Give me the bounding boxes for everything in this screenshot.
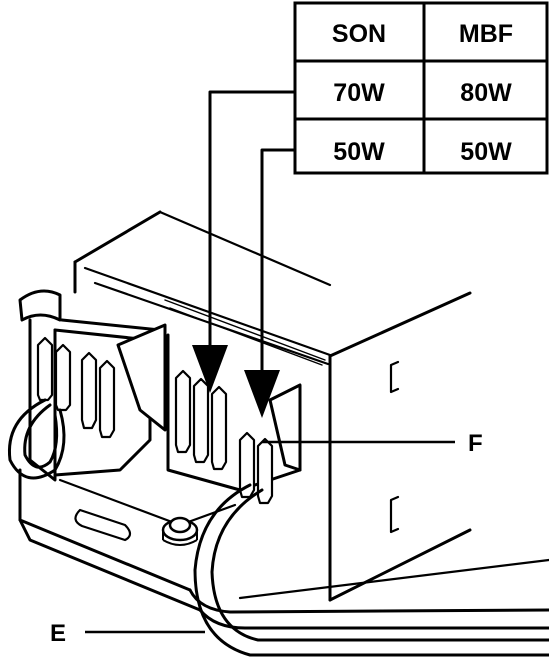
right-clip-f — [256, 437, 274, 505]
left-wire-loop — [7, 398, 66, 480]
right-fin — [268, 383, 302, 472]
callout-e-label: E — [50, 620, 66, 647]
wire-e-outer — [193, 483, 549, 657]
mounting-screw-icon — [161, 516, 199, 546]
callout-f-label: F — [468, 430, 483, 457]
right-terminal-block — [166, 333, 302, 505]
base-flange-line — [188, 588, 549, 614]
callout-f: F — [262, 430, 483, 457]
plate-inner-edge — [58, 478, 237, 527]
housing-bottom-right-edge — [328, 528, 472, 602]
callout-e: E — [50, 620, 205, 647]
housing-back-top-edge — [73, 210, 162, 264]
left-terminal-block — [7, 289, 167, 482]
arrow-leader-line — [260, 148, 297, 387]
right-clip — [174, 369, 192, 454]
table-cell-son-50w: 50W — [333, 138, 385, 166]
left-clip — [98, 359, 116, 439]
left-clip — [36, 336, 54, 402]
left-block-top — [60, 318, 162, 332]
table-header-mbf: MBF — [459, 20, 513, 48]
housing-slot — [389, 360, 400, 394]
arrow-down-icon — [244, 370, 280, 418]
wattage-table: SON MBF 70W 80W 50W 50W — [293, 1, 549, 175]
left-clip — [80, 351, 98, 430]
housing-top-right-edge — [328, 291, 472, 358]
table-header-son: SON — [332, 20, 386, 48]
left-fin — [116, 323, 167, 432]
table-cell-mbf-80w: 80W — [460, 79, 512, 107]
mounting-plate — [18, 468, 549, 630]
arrow-70w-80w — [192, 90, 297, 393]
right-clip — [192, 377, 210, 464]
arrow-down-icon — [192, 345, 228, 393]
right-clip — [210, 385, 228, 471]
wire-e — [193, 483, 549, 657]
housing-recess-line — [169, 307, 323, 366]
ballast-housing — [73, 210, 472, 602]
plate-slot — [74, 508, 132, 542]
arrow-leader-line — [208, 90, 297, 362]
left-wire-loop-inner — [23, 403, 59, 469]
left-block-face — [53, 328, 152, 477]
base-top-line — [238, 558, 549, 600]
left-end-cap — [18, 289, 62, 322]
left-clip — [54, 343, 72, 412]
arrow-50w-50w — [244, 148, 297, 418]
plate-lower-edge — [18, 518, 202, 612]
wire-e-inner — [210, 488, 549, 642]
table-border — [293, 1, 549, 175]
housing-top-rib — [83, 266, 332, 357]
housing-top-far-edge — [158, 210, 332, 287]
table-cell-son-70w: 70W — [333, 79, 385, 107]
table-cell-mbf-50w: 50W — [460, 138, 512, 166]
housing-recess-line — [164, 299, 326, 361]
housing-slot — [389, 495, 400, 534]
